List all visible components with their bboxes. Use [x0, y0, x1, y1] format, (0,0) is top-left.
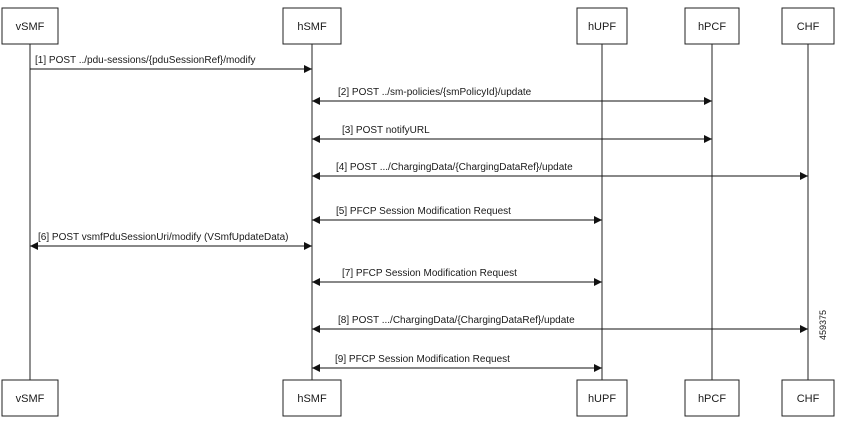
message-1: [1] POST ../pdu-sessions/{pduSessionRef}…: [30, 55, 312, 73]
participant-box-vsmf-bottom: vSMF: [1, 379, 59, 417]
message-label: [7] PFCP Session Modification Request: [342, 268, 517, 279]
participant-box-hpcf-top: hPCF: [684, 7, 740, 45]
participant-box-hupf-top: hUPF: [576, 7, 628, 45]
message-label: [4] POST .../ChargingData/{ChargingDataR…: [336, 162, 573, 173]
message-label: [1] POST ../pdu-sessions/{pduSessionRef}…: [35, 55, 256, 66]
message-6: [6] POST vsmfPduSessionUri/modify (VSmfU…: [30, 232, 312, 250]
participant-box-hsmf-bottom: hSMF: [282, 379, 342, 417]
message-label: [8] POST .../ChargingData/{ChargingDataR…: [338, 315, 575, 326]
participant-label: CHF: [797, 21, 820, 33]
participant-label: hPCF: [698, 21, 726, 33]
message-label: [2] POST ../sm-policies/{smPolicyId}/upd…: [338, 87, 532, 98]
participant-box-hupf-bottom: hUPF: [576, 379, 628, 417]
participant-label: hUPF: [588, 393, 616, 405]
message-5: [5] PFCP Session Modification Request: [312, 206, 602, 224]
participant-box-vsmf-top: vSMF: [1, 7, 59, 45]
message-label: [3] POST notifyURL: [342, 125, 430, 136]
message-8: [8] POST .../ChargingData/{ChargingDataR…: [312, 315, 808, 333]
participant-label: vSMF: [16, 393, 45, 405]
participant-label: hSMF: [297, 393, 327, 405]
message-9: [9] PFCP Session Modification Request: [312, 354, 602, 372]
message-label: [9] PFCP Session Modification Request: [335, 354, 510, 365]
participant-box-hsmf-top: hSMF: [282, 7, 342, 45]
message-label: [6] POST vsmfPduSessionUri/modify (VSmfU…: [38, 232, 288, 243]
participant-box-hpcf-bottom: hPCF: [684, 379, 740, 417]
participant-box-chf-top: CHF: [781, 7, 835, 45]
message-4: [4] POST .../ChargingData/{ChargingDataR…: [312, 162, 808, 180]
message-3: [3] POST notifyURL: [312, 125, 712, 143]
participant-box-chf-bottom: CHF: [781, 379, 835, 417]
message-7: [7] PFCP Session Modification Request: [312, 268, 602, 286]
participant-label: hPCF: [698, 393, 726, 405]
message-label: [5] PFCP Session Modification Request: [336, 206, 511, 217]
participant-label: hUPF: [588, 21, 616, 33]
participant-label: hSMF: [297, 21, 327, 33]
message-2: [2] POST ../sm-policies/{smPolicyId}/upd…: [312, 87, 712, 105]
participant-label: CHF: [797, 393, 820, 405]
figure-id-label: 459375: [818, 310, 828, 340]
participant-label: vSMF: [16, 21, 45, 33]
